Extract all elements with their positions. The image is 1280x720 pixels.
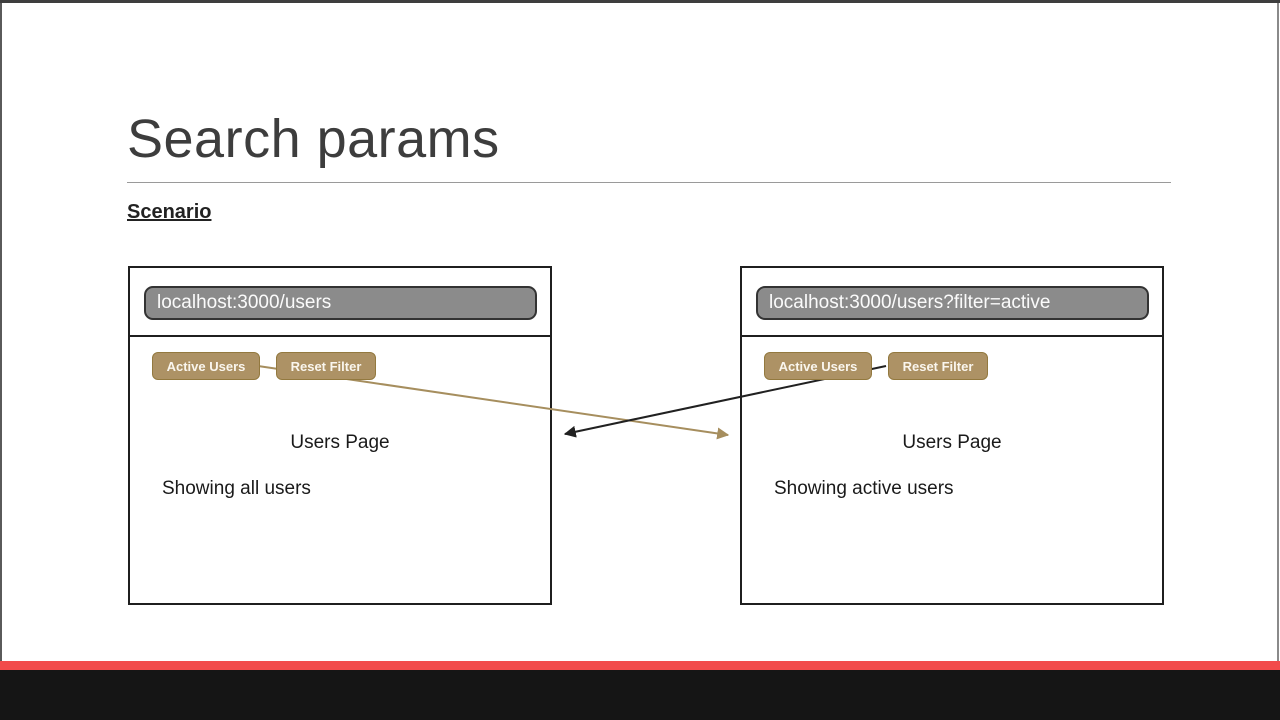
users-page-heading: Users Page [902, 432, 1002, 453]
status-text: Showing all users [162, 478, 311, 499]
title-divider [127, 182, 1171, 183]
active-users-button[interactable]: Active Users [764, 352, 872, 380]
users-page-heading: Users Page [290, 432, 390, 453]
browser-window-active-users: localhost:3000/users?filter=active Activ… [740, 266, 1164, 605]
browser-chrome: localhost:3000/users?filter=active [742, 268, 1162, 337]
reset-filter-button[interactable]: Reset Filter [276, 352, 376, 380]
browser-chrome: localhost:3000/users [130, 268, 550, 337]
scenario-heading: Scenario [127, 201, 212, 223]
footer-accent-bar [0, 661, 1280, 670]
url-text: localhost:3000/users?filter=active [769, 292, 1051, 313]
footer-black-bar [0, 670, 1280, 720]
active-users-button[interactable]: Active Users [152, 352, 260, 380]
browser-content: Active Users Reset Filter Users Page Sho… [130, 337, 550, 603]
window-border-right [1277, 3, 1279, 661]
url-text: localhost:3000/users [157, 292, 332, 313]
status-text: Showing active users [774, 478, 954, 499]
window-border-left [0, 3, 2, 661]
window-border-top [0, 0, 1280, 3]
address-bar[interactable]: localhost:3000/users [144, 286, 537, 320]
address-bar[interactable]: localhost:3000/users?filter=active [756, 286, 1149, 320]
browser-window-all-users: localhost:3000/users Active Users Reset … [128, 266, 552, 605]
page-title: Search params [127, 109, 500, 169]
reset-filter-button[interactable]: Reset Filter [888, 352, 988, 380]
browser-content: Active Users Reset Filter Users Page Sho… [742, 337, 1162, 603]
